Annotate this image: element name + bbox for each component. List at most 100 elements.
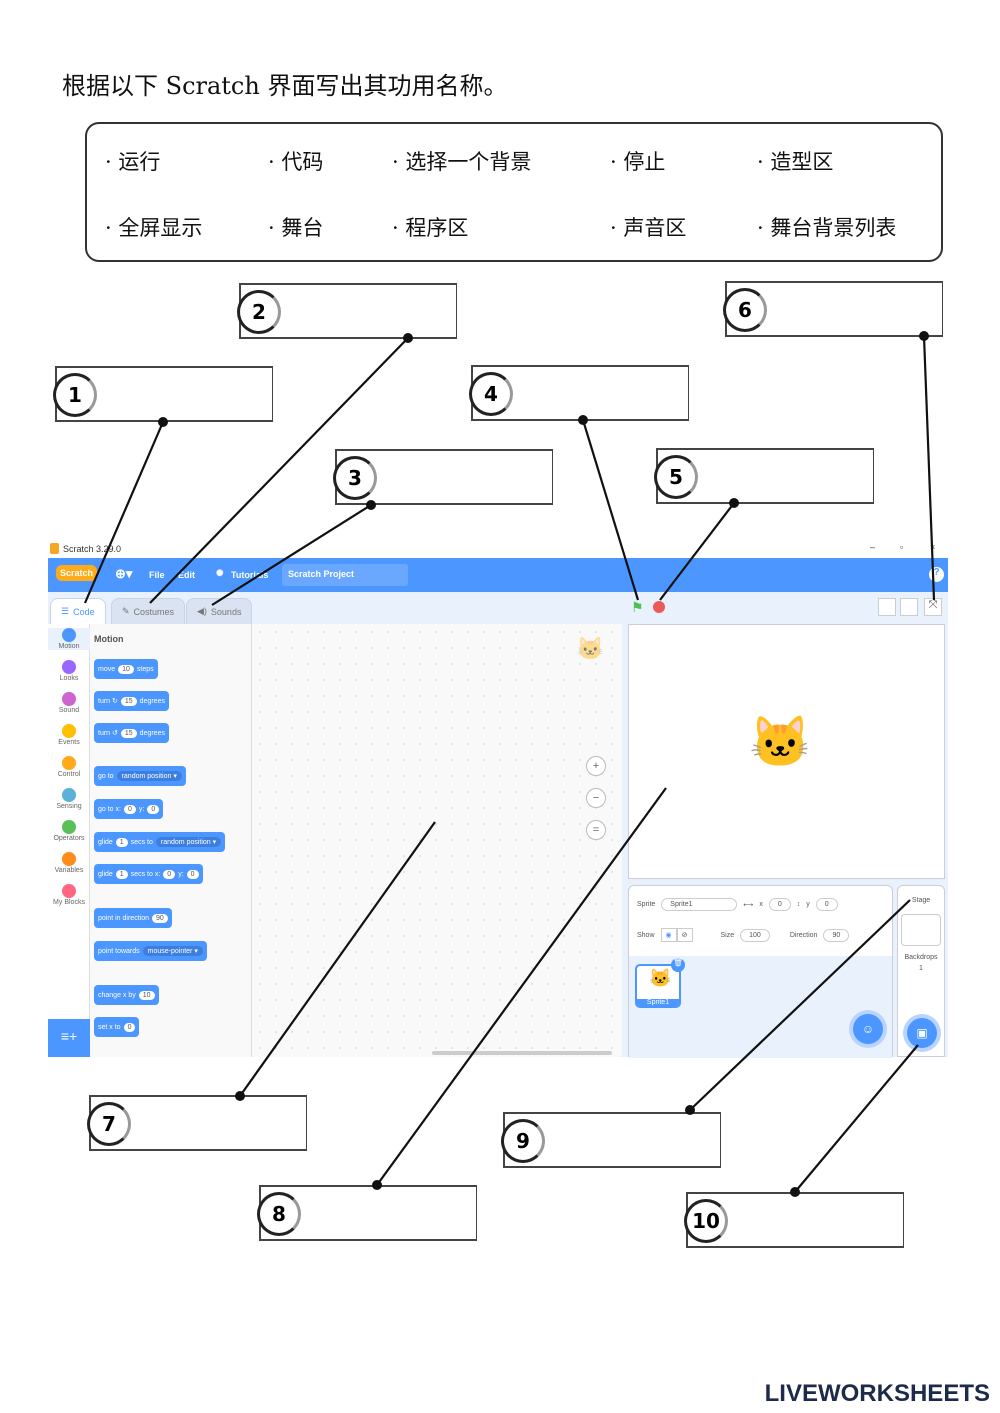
- restore-button[interactable]: ▫: [900, 542, 904, 552]
- menu-tutorials[interactable]: Tutorials: [231, 570, 269, 580]
- stage[interactable]: 🐱: [628, 624, 945, 879]
- block-text: secs to x:: [130, 870, 161, 878]
- block-input[interactable]: 0: [163, 869, 176, 879]
- category-sound[interactable]: Sound: [48, 692, 90, 714]
- help-icon[interactable]: ?: [929, 567, 944, 582]
- category-variables[interactable]: Variables: [48, 852, 90, 874]
- category-my-blocks[interactable]: My Blocks: [48, 884, 90, 906]
- delete-sprite-icon[interactable]: 🗑: [671, 958, 685, 972]
- tab-costumes[interactable]: ✎Costumes: [111, 598, 186, 624]
- zoom-in-button[interactable]: +: [586, 756, 606, 776]
- green-flag-icon[interactable]: ⚑: [631, 599, 644, 615]
- tab-label: Costumes: [133, 606, 175, 617]
- block-text: steps: [136, 665, 154, 673]
- vertical-arrow-icon: ↕: [796, 901, 801, 908]
- block-input[interactable]: 0: [123, 804, 136, 814]
- direction-input[interactable]: 90: [823, 928, 850, 942]
- show-visible-icon[interactable]: ◉: [660, 928, 677, 942]
- globe-icon[interactable]: ⊕▾: [115, 566, 133, 581]
- block-text: turn ↻: [98, 698, 118, 705]
- answer-box-8[interactable]: 8: [257, 1185, 477, 1241]
- category-motion[interactable]: Motion: [48, 628, 90, 650]
- category-control[interactable]: Control: [48, 756, 90, 778]
- size-input[interactable]: 100: [740, 928, 770, 942]
- choose-sprite-button[interactable]: ☺: [853, 1014, 883, 1044]
- small-stage-button[interactable]: [878, 598, 896, 616]
- category-sensing[interactable]: Sensing: [48, 788, 90, 810]
- horizontal-scrollbar[interactable]: [432, 1051, 612, 1055]
- block-input[interactable]: 0: [123, 1022, 136, 1032]
- block-dropdown[interactable]: random position ▾: [155, 837, 222, 847]
- word-bank: · 运行 · 代码 · 选择一个背景 · 停止 · 造型区 · 全屏显示 · 舞…: [85, 122, 943, 262]
- block-text: point towards: [98, 947, 140, 955]
- stop-button[interactable]: [653, 601, 665, 613]
- block-input[interactable]: 0: [186, 869, 199, 879]
- menu-file[interactable]: File: [149, 570, 165, 580]
- block-input[interactable]: 0: [147, 804, 160, 814]
- block-dropdown[interactable]: mouse-pointer ▾: [142, 946, 203, 956]
- zoom-out-button[interactable]: −: [586, 788, 606, 808]
- cat-sprite[interactable]: 🐱: [749, 714, 812, 770]
- answer-box-10[interactable]: 10: [684, 1192, 904, 1248]
- zoom-reset-button[interactable]: =: [586, 820, 606, 840]
- tab-code[interactable]: ☰Code: [50, 598, 106, 624]
- block-text: turn ↺: [98, 730, 118, 737]
- answer-box-4[interactable]: 4: [469, 365, 689, 421]
- tab-label: Code: [73, 606, 95, 617]
- tab-sounds[interactable]: ◀)Sounds: [186, 598, 253, 624]
- scratch-logo[interactable]: Scratch: [56, 565, 98, 581]
- block-input[interactable]: 15: [120, 728, 137, 738]
- close-button[interactable]: ×: [930, 542, 936, 552]
- show-hidden-icon[interactable]: ⊘: [676, 928, 693, 942]
- project-title-input[interactable]: Scratch Project: [282, 564, 408, 586]
- direction-label: Direction: [789, 931, 818, 939]
- extension-button[interactable]: ≡+: [48, 1019, 90, 1057]
- block-input[interactable]: 90: [151, 913, 168, 923]
- minimize-button[interactable]: –: [870, 542, 876, 552]
- answer-box-5[interactable]: 5: [654, 448, 874, 504]
- block-dropdown[interactable]: random position ▾: [116, 771, 182, 781]
- block-input[interactable]: 1: [115, 837, 128, 847]
- answer-box-1[interactable]: 1: [53, 366, 273, 422]
- word-bank-item: · 程序区: [392, 216, 469, 240]
- box-number: 7: [87, 1102, 131, 1146]
- sprite-name-input[interactable]: Sprite1: [661, 898, 738, 911]
- block-input[interactable]: 1: [115, 869, 128, 879]
- block-input[interactable]: 15: [120, 696, 137, 706]
- lightbulb-icon: ✺: [216, 568, 224, 578]
- answer-box-9[interactable]: 9: [501, 1112, 721, 1168]
- y-input[interactable]: 0: [815, 898, 838, 911]
- answer-box-7[interactable]: 7: [87, 1095, 307, 1151]
- answer-box-6[interactable]: 6: [723, 281, 943, 337]
- code-area[interactable]: 🐱 + − =: [252, 624, 622, 1057]
- category-operators[interactable]: Operators: [48, 820, 90, 842]
- block-text: go to x:: [98, 805, 121, 813]
- block-input[interactable]: 10: [138, 990, 155, 1000]
- answer-box-2[interactable]: 2: [237, 283, 457, 339]
- x-input[interactable]: 0: [768, 898, 791, 911]
- block-input[interactable]: 10: [118, 664, 134, 674]
- cat-icon: 🐱: [649, 968, 672, 988]
- word-bank-item: · 造型区: [757, 150, 834, 174]
- category-events[interactable]: Events: [48, 724, 90, 746]
- answer-box-3[interactable]: 3: [333, 449, 553, 505]
- menu-edit[interactable]: Edit: [178, 570, 195, 580]
- large-stage-button[interactable]: [900, 598, 918, 616]
- worksheet-title: 根据以下 Scratch 界面写出其功用名称。: [62, 72, 508, 100]
- choose-backdrop-button[interactable]: ▣: [907, 1018, 937, 1048]
- fullscreen-icon[interactable]: ⤧: [924, 598, 942, 616]
- category-looks[interactable]: Looks: [48, 660, 90, 682]
- stage-thumbnail[interactable]: [901, 914, 941, 946]
